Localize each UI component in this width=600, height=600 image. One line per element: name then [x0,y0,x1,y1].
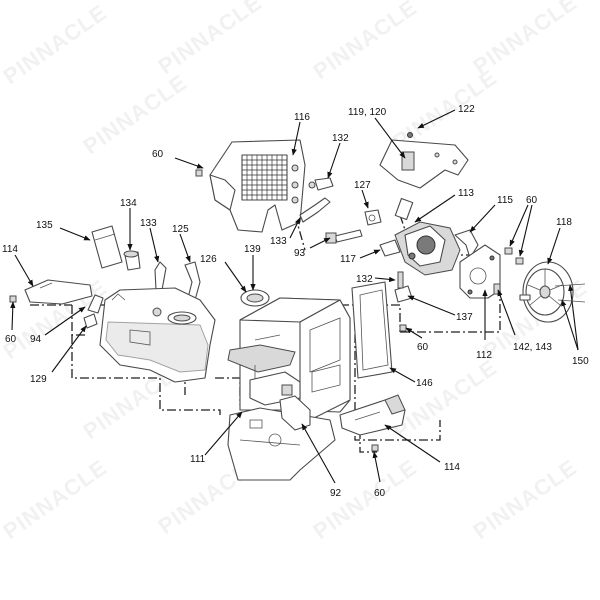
callout-126: 126 [200,254,217,265]
callout-125: 125 [172,224,189,235]
watermark: PINNACLE [0,0,112,89]
part-111-frame [227,297,351,421]
callout-111: 111 [190,454,206,465]
callout-135: 135 [36,220,53,231]
part-tank [99,287,216,383]
part-119-plate [379,132,469,189]
callout-112: 112 [476,350,492,361]
part-116-shroud [209,139,306,233]
watermark: PINNACLE [469,455,582,545]
watermark: PINNACLE [154,0,267,79]
callout-117: 117 [340,254,356,265]
callout-60: 60 [417,342,429,353]
part-126-ring [240,289,270,307]
watermark: PINNACLE [309,455,422,545]
callout-150: 150 [572,356,589,367]
callout-114: 114 [2,244,18,255]
callout-119-120: 119, 120 [348,107,387,118]
callout-133: 133 [140,218,157,229]
part-93-bolt [325,229,363,244]
callout-115: 115 [497,195,513,206]
part-117-nipple [379,239,401,257]
part-132-fitting [308,177,334,191]
callout-132: 132 [332,133,349,144]
watermark: PINNACLE [389,355,502,445]
part-127-fitting [364,209,382,226]
part-114-bracket-left [24,279,93,305]
watermark: PINNACLE [309,0,422,84]
part-118-pulley [519,261,574,323]
part-60-screws-right [493,247,524,295]
part-base-frame [227,407,336,481]
condenser-grille [241,154,288,201]
condenser-grille-lines [242,155,287,200]
callout-60: 60 [526,195,538,206]
part-137-fitting [394,271,413,303]
part-60-screw [195,169,203,177]
callout-132: 132 [356,274,373,285]
callout-122: 122 [458,104,475,115]
watermark: PINNACLE [0,455,112,545]
part-135-filter [91,225,123,269]
callout-93: 93 [294,248,306,259]
callout-118: 118 [556,217,572,228]
callout-60: 60 [152,149,164,160]
part-129-fitting [83,313,98,329]
callout-60: 60 [5,334,17,345]
part-146-panel [351,281,393,379]
valve-body [401,151,415,171]
part-92-bracket [279,395,311,431]
callout-94: 94 [30,334,42,345]
leader-lines [10,109,579,484]
part-133-tube [299,197,331,223]
part-60-screw [371,444,379,452]
callout-127: 127 [354,180,371,191]
part-60-screw [399,324,407,332]
callout-129: 129 [30,374,47,385]
part-133-hose-left [154,261,167,291]
watermark: PINNACLE [79,70,192,160]
part-94-tube [87,294,104,314]
callout-146: 146 [416,378,433,389]
callout-142-143: 142, 143 [513,342,552,353]
callout-139: 139 [244,244,261,255]
callout-116: 116 [294,112,310,123]
part-115-clip [454,229,479,259]
callout-113: 113 [458,188,474,199]
part-134-cap [123,250,141,271]
part-113-pump [394,197,461,276]
callout-labels: 60 116 132 119, 120 122 127 113 115 60 1… [2,104,589,499]
callout-133: 133 [270,236,287,247]
callout-134: 134 [120,198,137,209]
part-60-screw [9,295,17,303]
callout-60: 60 [374,488,386,499]
part-112-plate [459,244,501,299]
callout-137: 137 [456,312,473,323]
callout-114: 114 [444,462,460,473]
callout-92: 92 [330,488,342,499]
